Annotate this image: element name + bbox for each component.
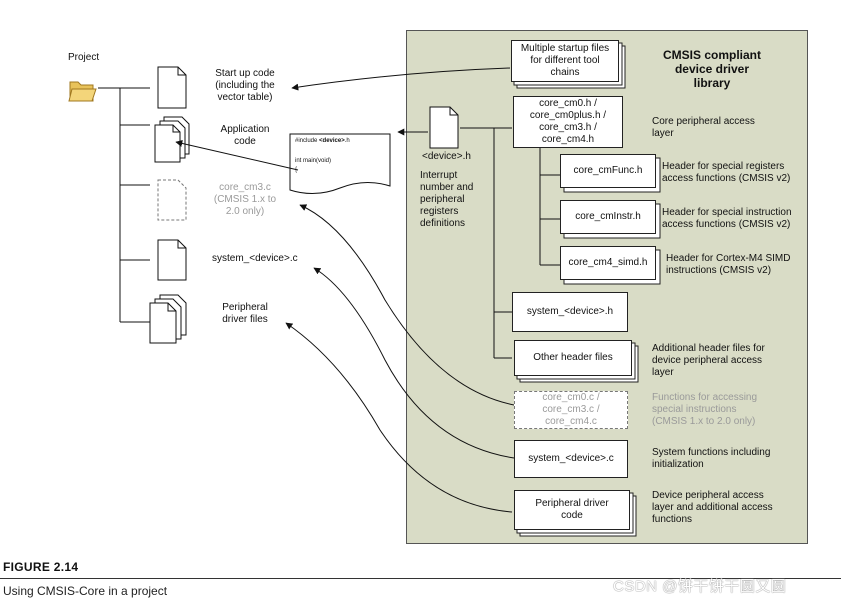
- core-access-desc: Core peripheral access layer: [652, 116, 755, 139]
- application-docs-icon: [154, 116, 190, 163]
- system-c-desc: System functions including initializatio…: [652, 447, 771, 470]
- system-c-box: system_<device>.c: [514, 440, 628, 478]
- system-c-label: system_<device>.c: [212, 253, 298, 264]
- figure-number: FIGURE 2.14: [3, 560, 79, 574]
- peripheral-docs-icon: [149, 294, 187, 344]
- project-label: Project: [68, 52, 100, 63]
- peripheral-files-label: Peripheral driver files: [222, 302, 268, 325]
- system-c-doc-icon: [157, 239, 187, 281]
- device-h-doc-icon: [429, 106, 459, 149]
- startup-code-label: Start up code (including the vector tabl…: [215, 68, 275, 103]
- device-h-label: <device>.h: [422, 151, 471, 162]
- core-cm3-c-doc-icon: [157, 179, 187, 221]
- core-c-box: core_cm0.c / core_cm3.c / core_cm4.c: [514, 391, 628, 429]
- library-tree: [460, 127, 560, 359]
- startup-doc-icon: [157, 66, 187, 109]
- peripheral-code-box: Peripheral driver code: [514, 490, 630, 530]
- library-title: CMSIS compliant device driver library: [662, 48, 761, 90]
- cminstr-desc: Header for special instruction access fu…: [662, 207, 792, 230]
- caption-rule: [0, 578, 841, 579]
- code-main-lines: int main(void) {: [295, 158, 332, 173]
- other-headers-desc: Additional header files for device perip…: [652, 343, 765, 378]
- arrows: [175, 67, 515, 513]
- watermark: CSDN @饼干饼干圆又圆: [613, 578, 787, 595]
- folder-icon: [68, 81, 97, 102]
- startup-files-box: Multiple startup files for different too…: [511, 40, 619, 82]
- code-snippet-shape: [289, 133, 391, 194]
- cmfunc-desc: Header for special registers access func…: [662, 161, 791, 184]
- figure-caption: Using CMSIS-Core in a project: [3, 584, 168, 598]
- core-cm3-c-label: core_cm3.c (CMSIS 1.x to 2.0 only): [213, 182, 277, 217]
- peripheral-code-desc: Device peripheral access layer and addit…: [652, 490, 773, 525]
- code-include-line: #include <device>.h: [295, 138, 350, 144]
- cmfunc-box: core_cmFunc.h: [560, 154, 656, 188]
- cminstr-box: core_cmInstr.h: [560, 200, 656, 234]
- system-h-box: system_<device>.h: [512, 292, 628, 332]
- core-cm-h-box: core_cm0.h / core_cm0plus.h / core_cm3.h…: [513, 96, 623, 148]
- other-headers-box: Other header files: [514, 340, 632, 376]
- application-code-label: Application code: [220, 124, 270, 147]
- device-h-description: Interrupt number and peripheral register…: [420, 170, 474, 229]
- cm4simd-box: core_cm4_simd.h: [560, 246, 656, 280]
- project-tree: [98, 87, 150, 323]
- cm4simd-desc: Header for Cortex-M4 SIMD instructions (…: [666, 253, 791, 276]
- core-c-desc: Functions for accessing special instruct…: [652, 392, 758, 427]
